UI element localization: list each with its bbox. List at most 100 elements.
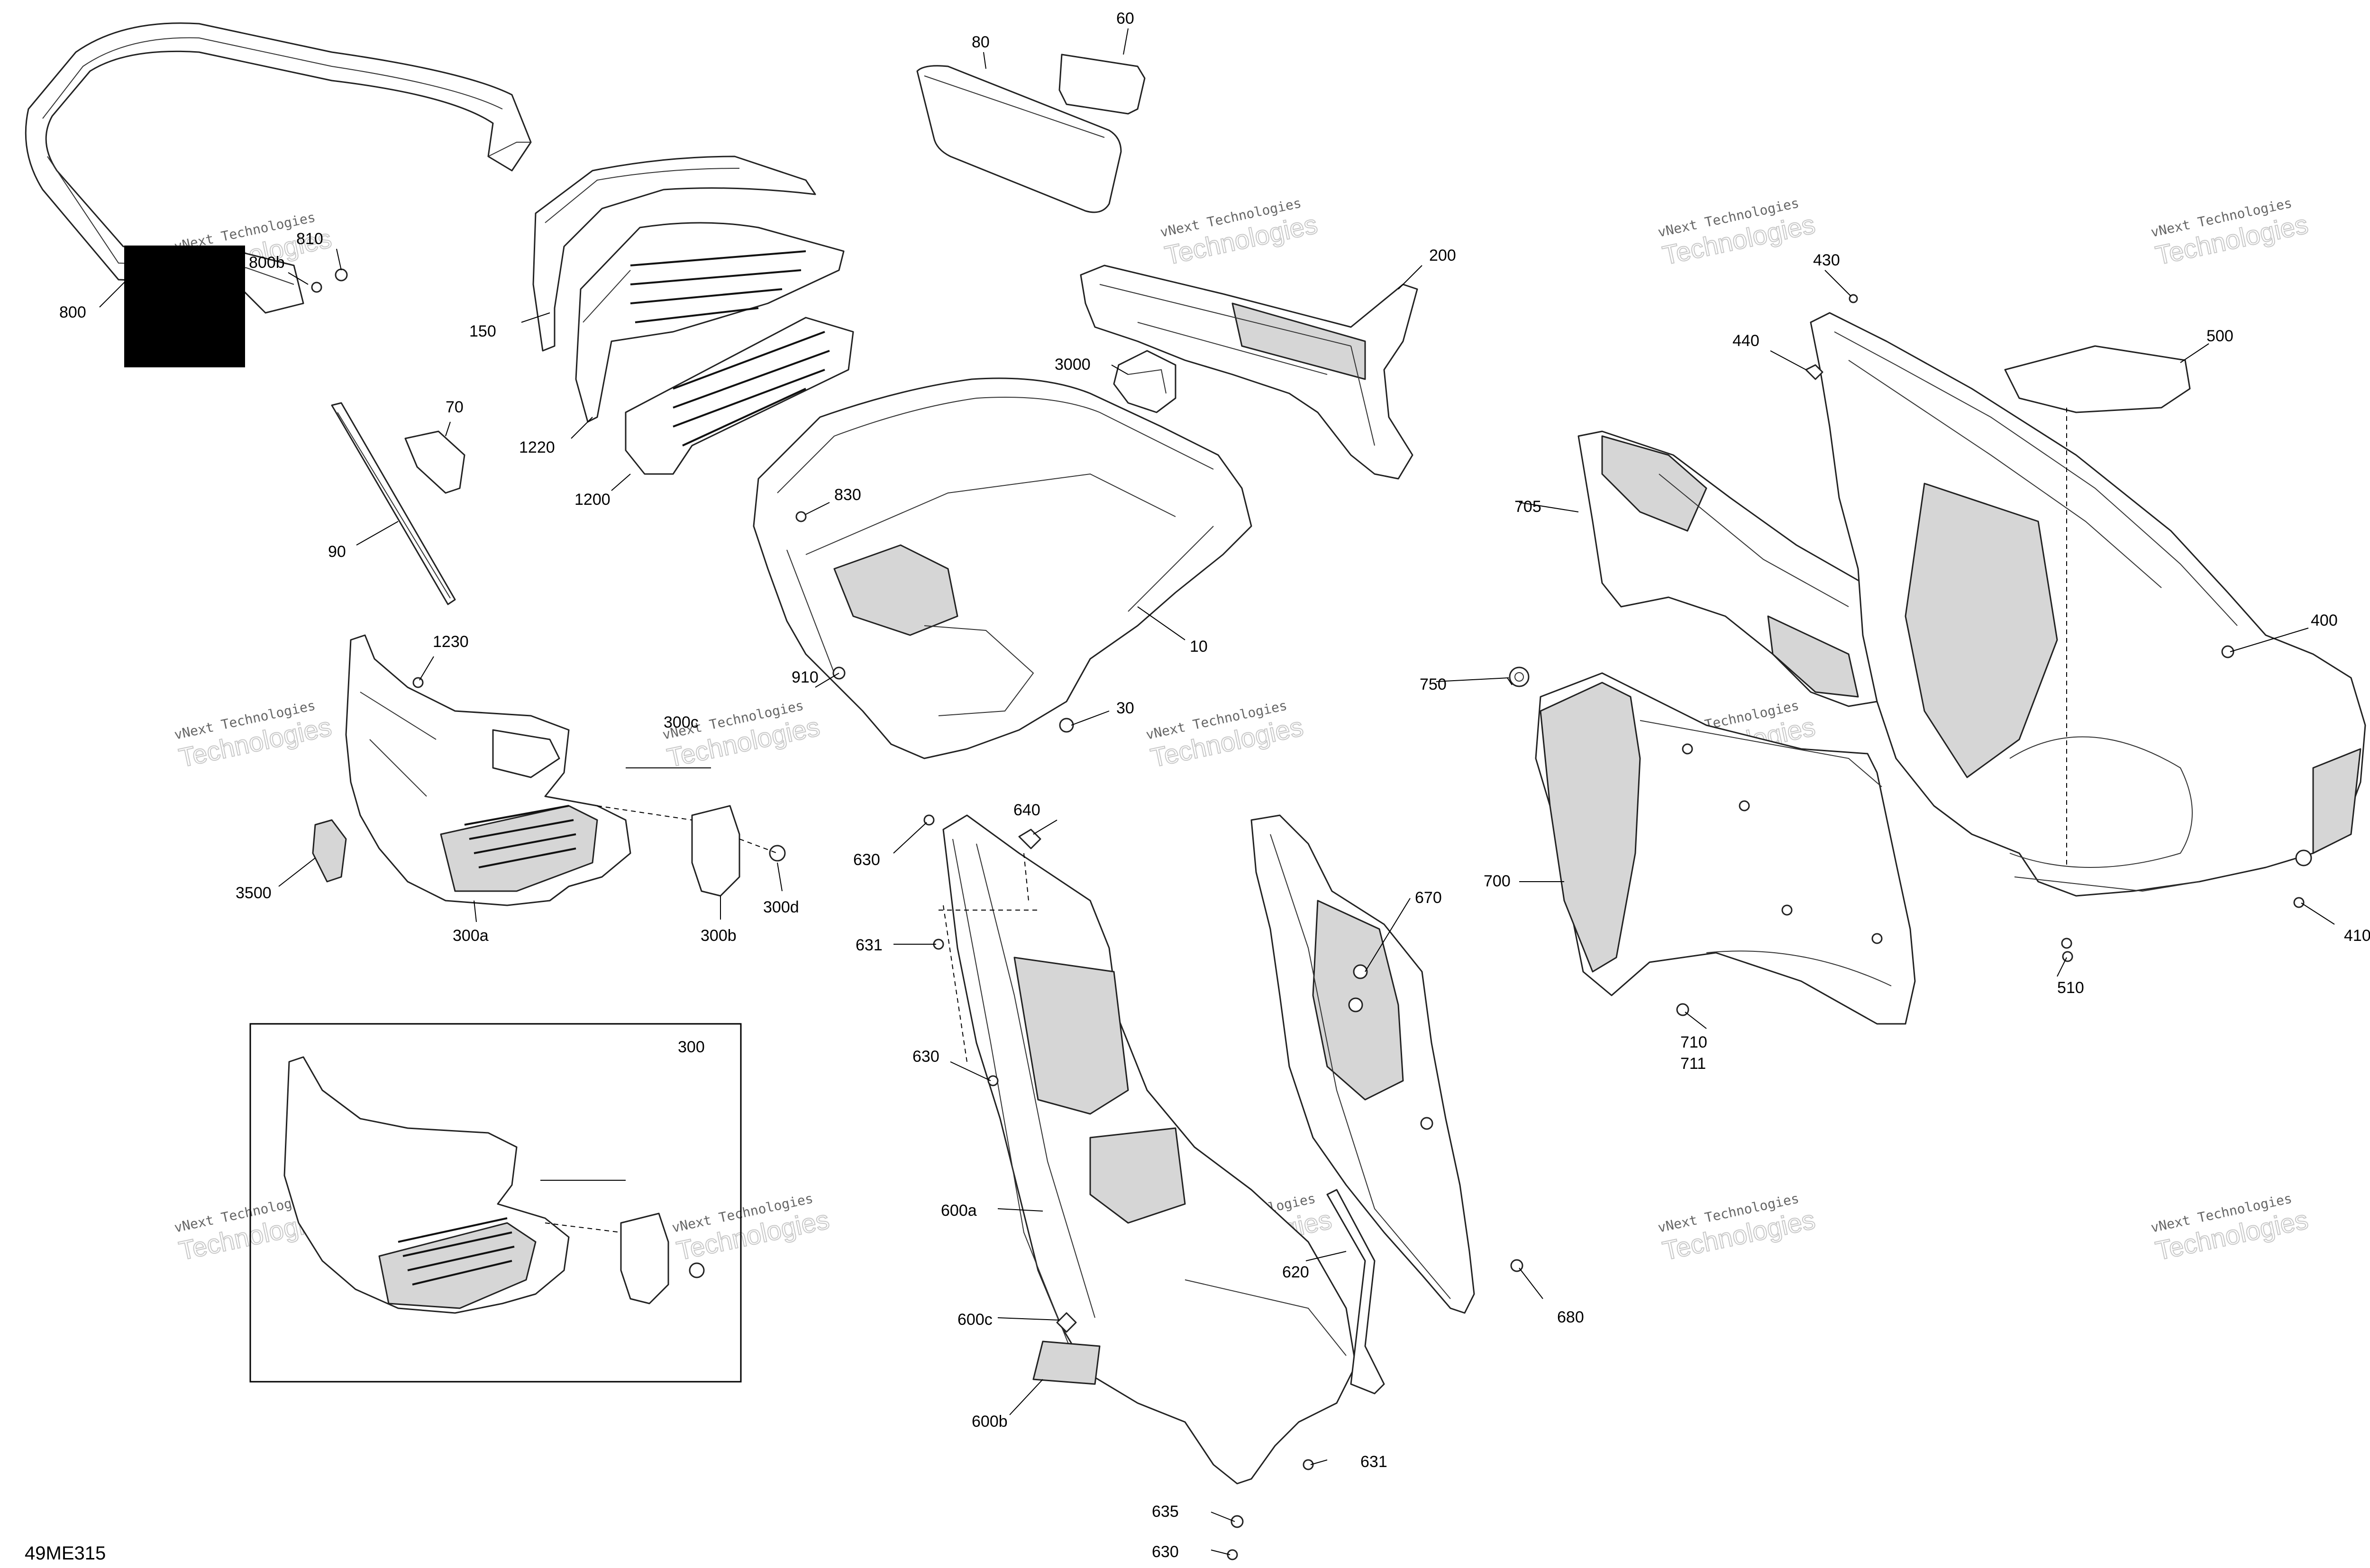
watermark: vNext Technologies Technologies	[2150, 195, 2311, 271]
part-600a-side-panel	[942, 814, 1357, 1485]
part-3000-bracket	[1113, 350, 1176, 413]
callout-440: 440	[1732, 332, 1759, 350]
watermark: vNext Technologies Technologies	[1145, 697, 1306, 773]
callout-150: 150	[469, 322, 496, 340]
callout-710: 710	[1680, 1033, 1707, 1051]
callout-800: 800	[59, 303, 86, 321]
callout-620: 620	[1282, 1263, 1309, 1281]
callout-630-top: 630	[853, 851, 880, 869]
callout-800b: 800b	[249, 254, 285, 272]
part-600c-clip	[1056, 1312, 1077, 1333]
callout-630-bottom: 630	[1152, 1543, 1179, 1561]
callout-30: 30	[1116, 699, 1134, 717]
callout-711: 711	[1680, 1055, 1706, 1073]
part-200-dash-panel	[1080, 264, 1418, 480]
watermark: vNext Technologies Technologies	[173, 697, 335, 773]
callout-1220: 1220	[519, 438, 555, 456]
dash-300d	[739, 839, 778, 854]
fastener-631-bottom	[1303, 1459, 1314, 1470]
part-80-pad	[916, 65, 1122, 213]
callout-labels: 800 800b 810 150 1220 1200 70 90 80 60 2…	[25, 9, 2370, 1564]
callout-300: 300	[678, 1038, 705, 1056]
callout-3000: 3000	[1055, 356, 1091, 374]
part-10-console	[753, 377, 1252, 759]
part-640-clip	[1018, 829, 1041, 849]
part-750-grommet	[1509, 666, 1530, 687]
part-300d-fastener	[769, 845, 786, 862]
part-300b-cover	[691, 805, 740, 897]
part-1200-grille	[625, 317, 854, 475]
leader-lines	[99, 28, 2335, 1555]
fastener-1230	[412, 677, 424, 688]
callout-70: 70	[446, 398, 464, 416]
part-705-shield	[1577, 430, 1887, 707]
callout-430: 430	[1813, 251, 1840, 269]
part-620-strip	[1326, 1189, 1385, 1395]
callout-640: 640	[1013, 801, 1040, 819]
callout-10: 10	[1190, 638, 1208, 656]
callout-750: 750	[1420, 675, 1447, 693]
watermark: vNext Technologies Technologies	[1657, 195, 1818, 271]
part-800-rail	[25, 22, 532, 367]
fastener-510	[2062, 951, 2073, 962]
callout-1200: 1200	[574, 491, 611, 509]
callout-510: 510	[2057, 979, 2084, 997]
callout-500: 500	[2206, 327, 2233, 345]
part-1220-vent	[575, 222, 845, 423]
document-id: 49ME315	[25, 1543, 106, 1564]
callout-300b: 300b	[701, 927, 737, 945]
watermark: vNext Technologies Technologies	[1657, 1190, 1818, 1266]
watermark: vNext Technologies Technologies	[2150, 1190, 2311, 1266]
part-670-side-panel	[1250, 814, 1475, 1314]
dash-631	[943, 905, 967, 1062]
callout-90: 90	[328, 543, 346, 561]
callout-631-bottom: 631	[1360, 1453, 1387, 1471]
part-600b-pad	[1032, 1340, 1101, 1385]
callout-830: 830	[834, 486, 861, 504]
callout-300d: 300d	[763, 898, 799, 916]
callout-631-top: 631	[856, 936, 883, 954]
fastener-410	[2293, 897, 2305, 908]
callout-670: 670	[1415, 889, 1442, 907]
fastener-830	[795, 511, 807, 522]
callout-200: 200	[1429, 246, 1456, 264]
part-90-strip	[331, 402, 456, 605]
fastener-635	[1231, 1515, 1244, 1528]
part-700-shield	[1535, 672, 1916, 1025]
callout-80: 80	[972, 33, 990, 51]
watermark: vNext Technologies Technologies	[1159, 195, 1321, 271]
part-60-pad	[1058, 54, 1146, 115]
callout-400: 400	[2311, 611, 2338, 629]
callout-705: 705	[1514, 498, 1541, 516]
callout-600b: 600b	[972, 1413, 1008, 1431]
part-400-console	[1810, 312, 2366, 949]
dash-300	[597, 805, 693, 820]
callout-810: 810	[296, 230, 323, 248]
part-3500-clip	[312, 819, 347, 883]
fastener-630-mid	[987, 1075, 999, 1086]
callout-910: 910	[792, 668, 819, 686]
callout-700: 700	[1484, 872, 1511, 890]
callout-630-mid: 630	[912, 1048, 939, 1066]
fastener-630-bottom	[1227, 1549, 1238, 1560]
part-300-assembly	[345, 634, 631, 906]
part-150-trim	[532, 155, 816, 352]
callout-410: 410	[2344, 927, 2370, 945]
callout-600a: 600a	[941, 1202, 977, 1220]
callout-1230: 1230	[433, 633, 469, 651]
part-440-clip	[1805, 364, 1823, 380]
callout-635: 635	[1152, 1503, 1179, 1521]
watermark: vNext Technologies Technologies	[661, 697, 823, 773]
callout-600c: 600c	[957, 1311, 993, 1329]
callout-300a: 300a	[453, 927, 489, 945]
watermark: vNext Technologies Technologies	[671, 1190, 832, 1266]
callout-680: 680	[1557, 1308, 1584, 1326]
part-430-screw	[1849, 294, 1858, 303]
inset-box-300	[249, 1023, 742, 1383]
callout-3500: 3500	[236, 884, 272, 902]
part-70-pad	[404, 430, 465, 494]
part-500-plate	[2004, 345, 2191, 413]
redaction-box	[124, 246, 245, 367]
callout-60: 60	[1116, 9, 1134, 27]
